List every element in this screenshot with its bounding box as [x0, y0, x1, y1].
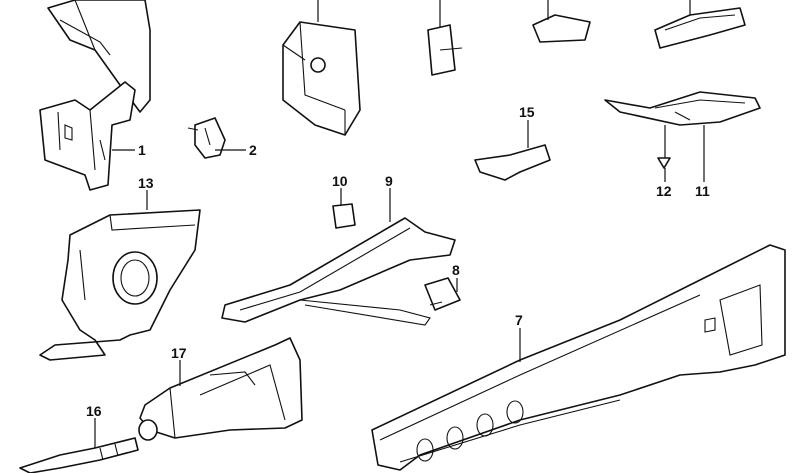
label-1: 1 — [138, 142, 146, 158]
leader-lines — [94, 120, 705, 448]
part-8 — [424, 277, 461, 311]
part-11 — [604, 91, 761, 126]
label-12: 12 — [656, 183, 672, 199]
label-2: 2 — [249, 142, 257, 158]
label-10: 10 — [332, 173, 348, 189]
label-8: 8 — [452, 262, 460, 278]
part-top-bracket — [282, 0, 361, 136]
part-9 — [221, 217, 456, 326]
label-7: 7 — [515, 312, 523, 328]
label-17: 17 — [171, 345, 187, 361]
part-1 — [39, 81, 136, 191]
part-13 — [39, 209, 201, 361]
part-top-clip — [427, 0, 463, 76]
part-7 — [371, 244, 786, 471]
part-12 — [657, 157, 671, 169]
label-13: 13 — [138, 175, 154, 191]
label-15: 15 — [519, 104, 535, 120]
part-top-right-rail — [654, 0, 746, 49]
part-top-small-bracket — [532, 0, 591, 43]
part-16 — [19, 437, 139, 473]
label-9: 9 — [385, 173, 393, 189]
part-17 — [138, 337, 303, 441]
part-2 — [187, 117, 226, 159]
label-16: 16 — [86, 403, 102, 419]
label-11: 11 — [695, 183, 710, 199]
part-10 — [332, 203, 356, 229]
part-7-ribs — [416, 400, 524, 462]
part-15 — [474, 144, 551, 181]
